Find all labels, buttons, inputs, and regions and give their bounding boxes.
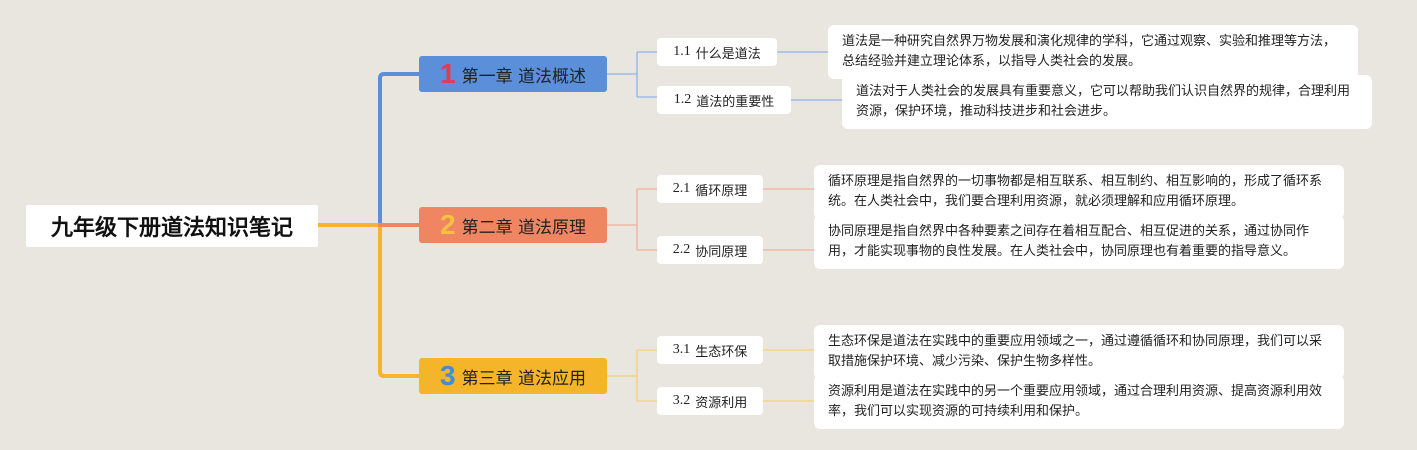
note-text: 道法是一种研究自然界万物发展和演化规律的学科，它通过观察、实验和推理等方法，总结… xyxy=(842,34,1337,69)
chapter-label-1: 第一章 道法概述 xyxy=(461,66,586,87)
subtopic-number: 2.1 xyxy=(672,181,691,196)
note-node-1-2[interactable]: 道法对于人类社会的发展具有重要意义，它可以帮助我们认识自然界的规律，合理利用资源… xyxy=(842,75,1372,129)
root-title: 九年级下册道法知识笔记 xyxy=(50,216,293,241)
subtopic-label: 什么是道法 xyxy=(695,46,761,62)
subtopic-node-3-2[interactable]: 3.2 资源利用 xyxy=(657,387,763,415)
chapter-node-2[interactable]: 2 第二章 道法原理 xyxy=(419,207,607,243)
subtopic-number: 1.1 xyxy=(673,44,691,59)
subtopic-label: 资源利用 xyxy=(695,395,748,411)
note-node-3-1[interactable]: 生态环保是道法在实践中的重要应用领域之一，通过遵循循环和协同原理，我们可以采取措… xyxy=(814,325,1344,379)
chapter-label-2: 第二章 道法原理 xyxy=(461,217,586,238)
note-text: 资源利用是道法在实践中的另一个重要应用领域，通过合理利用资源、提高资源利用效率，… xyxy=(828,384,1323,419)
note-node-1-1[interactable]: 道法是一种研究自然界万物发展和演化规律的学科，它通过观察、实验和推理等方法，总结… xyxy=(828,25,1358,79)
note-text: 协同原理是指自然界中各种要素之间存在着相互配合、相互促进的关系，通过协同作用，才… xyxy=(828,224,1310,259)
subtopic-node-2-1[interactable]: 2.1 循环原理 xyxy=(657,175,763,203)
note-node-3-2[interactable]: 资源利用是道法在实践中的另一个重要应用领域，通过合理利用资源、提高资源利用效率，… xyxy=(814,375,1344,429)
connector-ch2-subs xyxy=(607,188,657,251)
subtopic-number: 1.2 xyxy=(673,92,692,107)
subtopic-node-3-1[interactable]: 3.1 生态环保 xyxy=(657,336,763,364)
subtopic-label: 道法的重要性 xyxy=(696,94,775,110)
chapter-number-3: 3 xyxy=(440,360,456,391)
subtopic-node-1-2[interactable]: 1.2 道法的重要性 xyxy=(657,86,791,114)
subtopic-label: 协同原理 xyxy=(695,244,748,260)
subtopic-number: 3.1 xyxy=(672,342,691,357)
note-text: 循环原理是指自然界的一切事物都是相互联系、相互制约、相互影响的，形成了循环系统。… xyxy=(828,174,1323,209)
subtopic-label: 生态环保 xyxy=(695,344,748,360)
connector-root-ch3 xyxy=(318,223,419,378)
root-node[interactable]: 九年级下册道法知识笔记 xyxy=(26,205,318,247)
note-text: 道法对于人类社会的发展具有重要意义，它可以帮助我们认识自然界的规律，合理利用资源… xyxy=(856,84,1351,119)
subtopic-node-1-1[interactable]: 1.1 什么是道法 xyxy=(657,38,777,66)
chapter-number-1: 1 xyxy=(440,58,456,89)
chapter-number-2: 2 xyxy=(440,209,456,240)
note-node-2-2[interactable]: 协同原理是指自然界中各种要素之间存在着相互配合、相互促进的关系，通过协同作用，才… xyxy=(814,215,1344,269)
connector-ch1-subs xyxy=(607,51,657,98)
chapter-label-3: 第三章 道法应用 xyxy=(461,368,586,389)
connector-root-ch1 xyxy=(318,72,419,227)
connector-ch3-subs xyxy=(607,349,657,402)
subtopic-label: 循环原理 xyxy=(695,183,748,199)
subtopic-node-2-2[interactable]: 2.2 协同原理 xyxy=(657,236,763,264)
subtopic-number: 2.2 xyxy=(672,242,691,257)
note-text: 生态环保是道法在实践中的重要应用领域之一，通过遵循循环和协同原理，我们可以采取措… xyxy=(828,334,1323,369)
chapter-node-1[interactable]: 1 第一章 道法概述 xyxy=(419,56,607,92)
note-node-2-1[interactable]: 循环原理是指自然界的一切事物都是相互联系、相互制约、相互影响的，形成了循环系统。… xyxy=(814,165,1344,219)
chapter-node-3[interactable]: 3 第三章 道法应用 xyxy=(419,358,607,394)
subtopic-number: 3.2 xyxy=(672,393,691,408)
